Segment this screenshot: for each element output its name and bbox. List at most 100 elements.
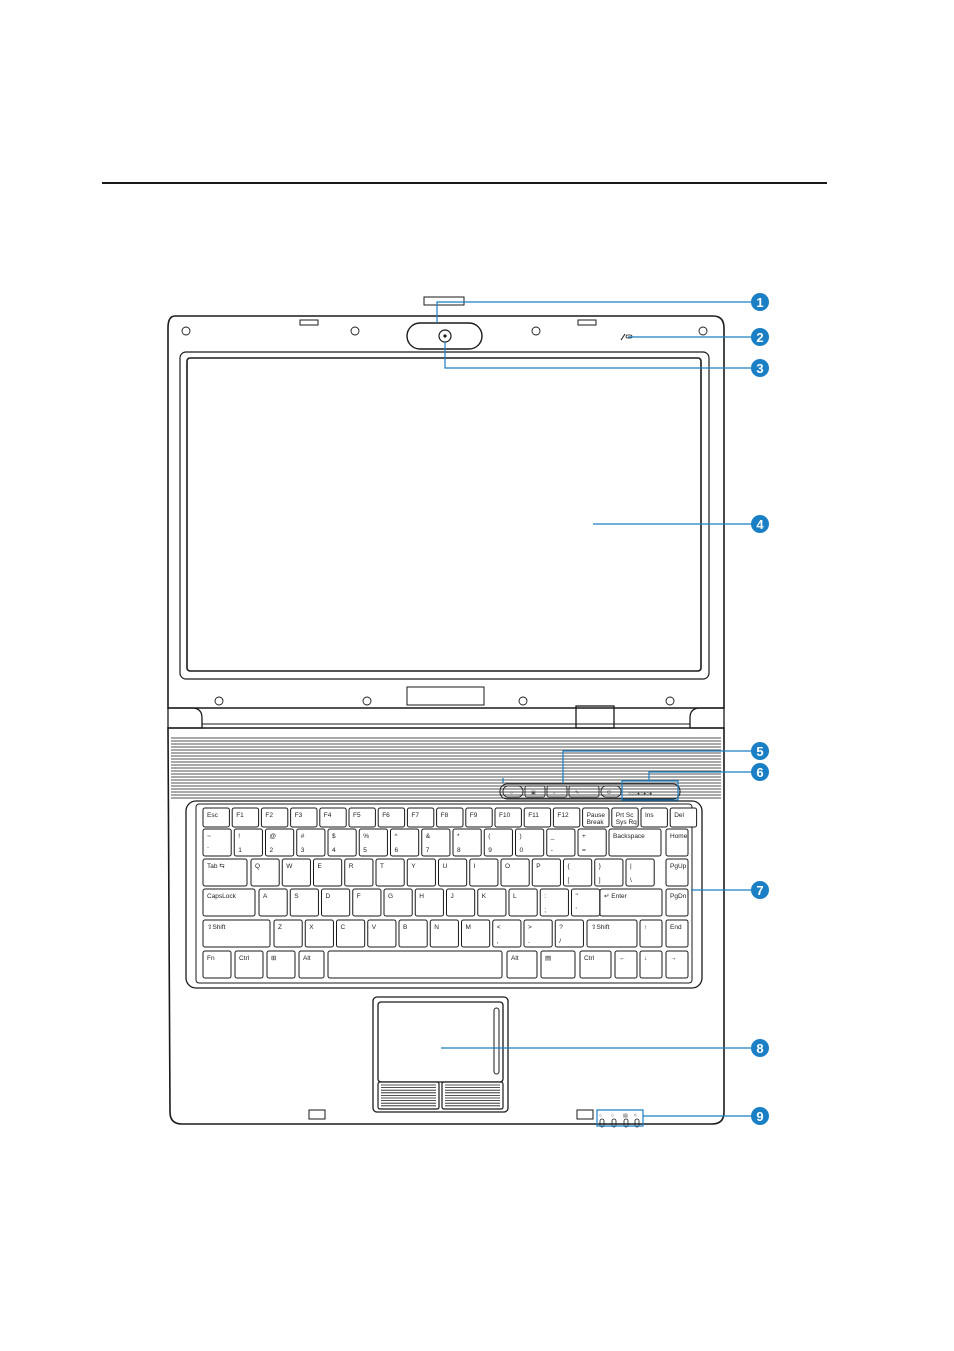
key-letter-a[interactable]: A — [258, 888, 288, 917]
key-arrow-right[interactable]: → — [665, 950, 689, 979]
key-letter-g[interactable]: G — [383, 888, 413, 917]
touchpad[interactable] — [377, 1001, 504, 1083]
key-bracket-1[interactable]: }] — [594, 858, 624, 887]
key-pgup[interactable]: PgUp — [665, 858, 689, 887]
key-f12[interactable]: F12 — [552, 807, 581, 828]
key-bracket-2[interactable]: |\ — [625, 858, 655, 887]
key-letter-n[interactable]: N — [429, 919, 459, 948]
key-sublabel: 5 — [363, 847, 367, 854]
key-ctrl-left[interactable]: Ctrl — [234, 950, 264, 979]
key-num-2[interactable]: @2 — [265, 828, 295, 857]
key-f1[interactable]: F1 — [231, 807, 260, 828]
key-label: Pause — [587, 812, 606, 819]
instant-keys[interactable]: ☼ ▣ ♪ ✎ ⏻ — [502, 785, 622, 798]
key-letter-q[interactable]: Q — [250, 858, 280, 887]
key-bracket-0[interactable]: {[ — [563, 858, 593, 887]
key-letter-z[interactable]: Z — [273, 919, 303, 948]
key-alt-right[interactable]: Alt — [506, 950, 538, 979]
key-f11[interactable]: F11 — [523, 807, 552, 828]
key-letter-x[interactable]: X — [304, 919, 334, 948]
callout-7: 7 — [751, 881, 769, 899]
key-pgdn[interactable]: PgDn — [665, 888, 689, 917]
key-shift-right[interactable]: ⇧Shift — [586, 919, 638, 948]
key-letter-e[interactable]: E — [313, 858, 343, 887]
key-letter-h[interactable]: H — [414, 888, 444, 917]
key-letter-s[interactable]: S — [289, 888, 319, 917]
key-alt-left[interactable]: Alt — [298, 950, 325, 979]
key-num-3[interactable]: #3 — [296, 828, 326, 857]
key-ctrl-right[interactable]: Ctrl — [579, 950, 612, 979]
key-f7[interactable]: F7 — [406, 807, 435, 828]
touchpad-buttons[interactable] — [377, 1081, 504, 1110]
key-f5[interactable]: F5 — [348, 807, 376, 828]
key-menu[interactable]: ▤ — [540, 950, 576, 979]
key-f9[interactable]: F9 — [465, 807, 493, 828]
key-arrow-up[interactable]: ↑ — [639, 919, 663, 948]
key-letter-d[interactable]: D — [321, 888, 351, 917]
key-num-8[interactable]: *8 — [452, 828, 482, 857]
key-letter-l[interactable]: L — [508, 888, 538, 917]
key-space[interactable] — [327, 950, 503, 979]
key-f6[interactable]: F6 — [377, 807, 406, 828]
key-label: ? — [559, 924, 563, 931]
key-num-1[interactable]: !1 — [233, 828, 263, 857]
key-letter-u[interactable]: U — [438, 858, 468, 887]
key-f8[interactable]: F8 — [436, 807, 464, 828]
key-num-0[interactable]: ~` — [202, 828, 232, 857]
key-letter-y[interactable]: Y — [406, 858, 436, 887]
key-letter-f[interactable]: F — [352, 888, 382, 917]
key-num-5[interactable]: %5 — [358, 828, 388, 857]
key-letter-c[interactable]: C — [336, 919, 366, 948]
key-letter-t[interactable]: T — [375, 858, 405, 887]
key-arrow-down[interactable]: ↓ — [639, 950, 663, 979]
key-label: Ctrl — [584, 955, 595, 962]
key-letter-m[interactable]: M — [461, 919, 491, 948]
key-letter-k[interactable]: K — [477, 888, 507, 917]
key-f3[interactable]: F3 — [290, 807, 318, 828]
key-f2[interactable]: F2 — [260, 807, 289, 828]
key-capslock[interactable]: CapsLock — [202, 888, 256, 917]
key-f15[interactable]: Ins — [640, 807, 668, 828]
key-letter-p[interactable]: P — [531, 858, 561, 887]
key-windows[interactable]: ⊞ — [266, 950, 296, 979]
touchpad-button-right[interactable] — [441, 1081, 504, 1110]
key-fn[interactable]: Fn — [202, 950, 232, 979]
key-f16[interactable]: Del — [669, 807, 698, 828]
key-letter-j[interactable]: J — [446, 888, 476, 917]
key-letter-r[interactable]: R — [344, 858, 374, 887]
key-punct-0[interactable]: :; — [539, 888, 569, 917]
key-punct-b0[interactable]: <, — [492, 919, 522, 948]
key-punct-b1[interactable]: >. — [523, 919, 553, 948]
key-letter-b[interactable]: B — [398, 919, 428, 948]
key-shift-left[interactable]: ⇧Shift — [202, 919, 271, 948]
key-num-7[interactable]: &7 — [421, 828, 451, 857]
key-tab[interactable]: Tab ⇆ — [202, 858, 248, 887]
key-arrow-left[interactable]: ← — [614, 950, 638, 979]
key-num-9[interactable]: (9 — [483, 828, 513, 857]
key-label: F10 — [499, 812, 511, 819]
key-letter-v[interactable]: V — [367, 919, 397, 948]
key-num-12[interactable]: += — [577, 828, 607, 857]
key-num-6[interactable]: ^6 — [390, 828, 420, 857]
key-end[interactable]: End — [665, 919, 689, 948]
key-home[interactable]: Home — [665, 828, 689, 857]
key-backspace[interactable]: Backspace — [608, 828, 662, 857]
key-enter[interactable]: ↵ Enter — [599, 888, 663, 917]
touchpad-button-left[interactable] — [377, 1081, 440, 1110]
key-num-4[interactable]: $4 — [327, 828, 357, 857]
key-f4[interactable]: F4 — [319, 807, 347, 828]
key-num-11[interactable]: _- — [546, 828, 576, 857]
key-punct-b2[interactable]: ?/ — [554, 919, 584, 948]
key-f10[interactable]: F10 — [494, 807, 522, 828]
key-letter-i[interactable]: I — [469, 858, 499, 887]
key-label: ← — [619, 955, 626, 962]
key-num-10[interactable]: )0 — [515, 828, 545, 857]
key-letter-o[interactable]: O — [500, 858, 530, 887]
key-letter-w[interactable]: W — [281, 858, 311, 887]
touchpad-scroll-zone[interactable] — [493, 1007, 500, 1075]
key-punct-1[interactable]: "' — [571, 888, 601, 917]
key-f0[interactable]: Esc — [202, 807, 230, 828]
